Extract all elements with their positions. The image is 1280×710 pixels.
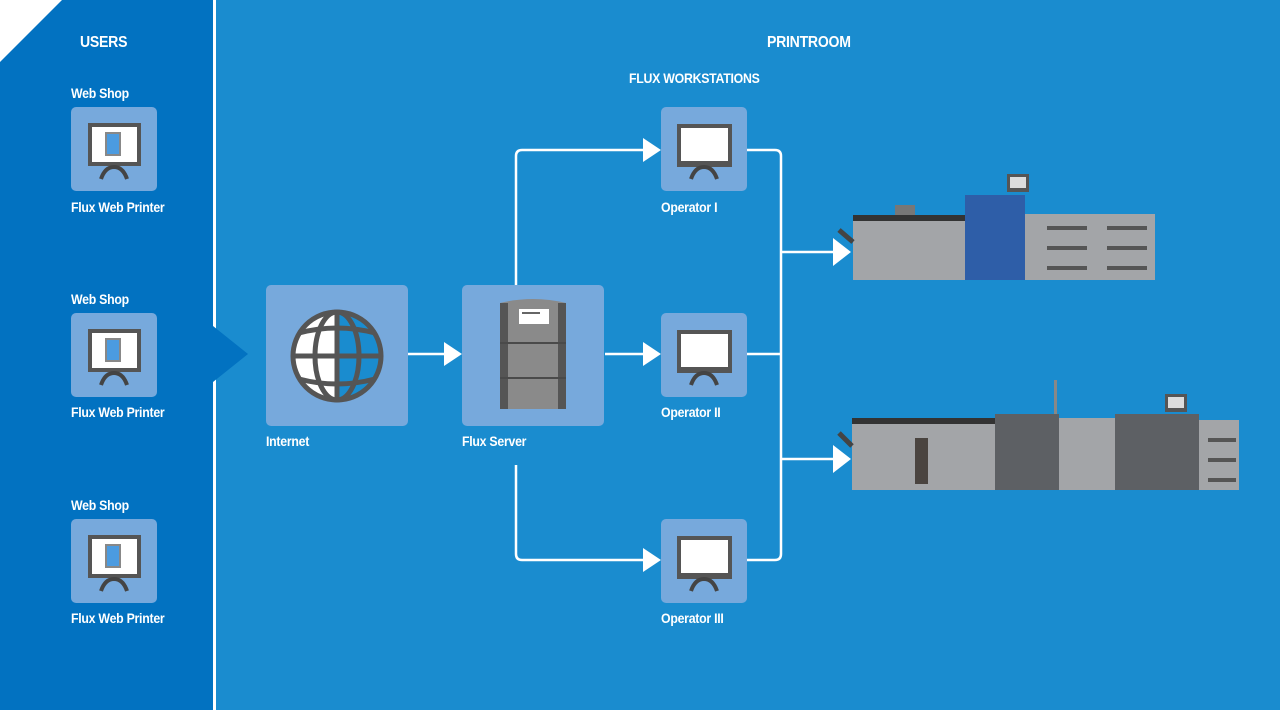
arrowhead-op2 bbox=[643, 342, 661, 366]
server-to-op3-line bbox=[514, 465, 645, 562]
monitor-document-icon bbox=[88, 123, 141, 180]
operator-3-tile[interactable] bbox=[661, 519, 747, 603]
users-title: USERS bbox=[80, 34, 128, 51]
internet-tile[interactable] bbox=[266, 285, 408, 426]
users-to-internet-arrow bbox=[213, 326, 248, 382]
web-printer-tile-1[interactable] bbox=[71, 107, 157, 191]
printer-icon bbox=[837, 174, 1155, 280]
server-to-op1-line bbox=[514, 148, 645, 285]
flux-web-printer-label-2: Flux Web Printer bbox=[71, 404, 165, 420]
monitor-icon bbox=[677, 124, 732, 180]
server-icon bbox=[500, 299, 566, 409]
web-printer-tile-2[interactable] bbox=[71, 313, 157, 397]
arrowhead-printer2 bbox=[833, 445, 851, 473]
flux-web-printer-label-1: Flux Web Printer bbox=[71, 199, 165, 215]
flux-server-label: Flux Server bbox=[462, 433, 527, 449]
operator-3-label: Operator III bbox=[661, 610, 724, 626]
monitor-document-icon bbox=[88, 329, 141, 386]
monitor-icon bbox=[677, 330, 732, 386]
arrowhead-op1 bbox=[643, 138, 661, 162]
web-shop-label-3: Web Shop bbox=[71, 497, 129, 513]
operator-2-tile[interactable] bbox=[661, 313, 747, 397]
operator-1-label: Operator I bbox=[661, 199, 718, 215]
flux-web-printer-label-3: Flux Web Printer bbox=[71, 610, 165, 626]
web-shop-label-1: Web Shop bbox=[71, 85, 129, 101]
monitor-icon bbox=[677, 536, 732, 592]
web-printer-tile-3[interactable] bbox=[71, 519, 157, 603]
printer-icon bbox=[837, 380, 1239, 490]
flux-server-tile[interactable] bbox=[462, 285, 604, 426]
arrowhead-op3 bbox=[643, 548, 661, 572]
globe-icon bbox=[290, 309, 384, 403]
internet-label: Internet bbox=[266, 433, 310, 449]
web-shop-label-2: Web Shop bbox=[71, 291, 129, 307]
operator-1-tile[interactable] bbox=[661, 107, 747, 191]
monitor-document-icon bbox=[88, 535, 141, 592]
operator-2-label: Operator II bbox=[661, 404, 721, 420]
printroom-title: PRINTROOM bbox=[767, 34, 851, 51]
arrowhead-server bbox=[444, 342, 462, 366]
workstations-title: FLUX WORKSTATIONS bbox=[629, 70, 760, 86]
arrowhead-printer1 bbox=[833, 238, 851, 266]
